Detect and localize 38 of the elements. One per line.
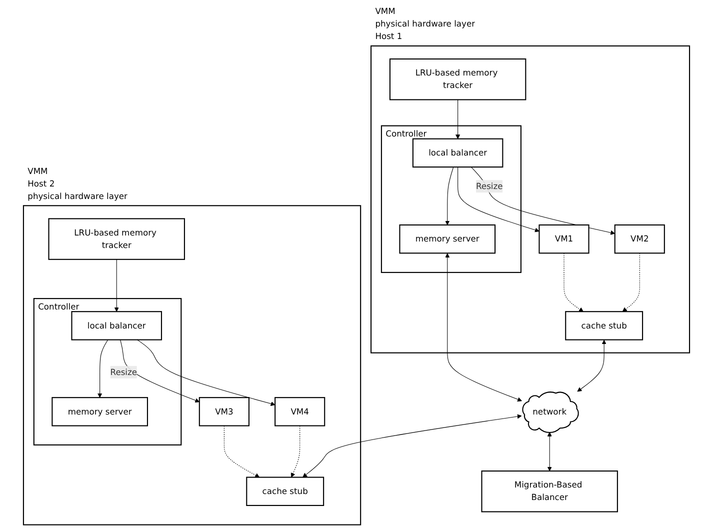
- node-box: VM2: [614, 224, 665, 254]
- arrow: [136, 340, 276, 406]
- arrow: [290, 426, 300, 478]
- arrow: [622, 252, 640, 312]
- arrow: [224, 426, 260, 478]
- node-label: VMM: [375, 6, 396, 16]
- edge-label: Resize: [110, 366, 138, 377]
- node-box: cache stub: [565, 311, 644, 340]
- node-box: VM4: [274, 397, 326, 426]
- node-box: LRU-based memory tracker: [389, 58, 526, 100]
- node-box: memory server: [399, 224, 496, 254]
- node-box: local balancer: [412, 138, 504, 168]
- arrow: [98, 340, 108, 398]
- node-box: cache stub: [246, 476, 324, 506]
- node-box: local balancer: [71, 311, 162, 340]
- arrow: [456, 99, 460, 140]
- node-label: VMM: [28, 166, 48, 176]
- edge-label: Resize: [476, 181, 503, 192]
- node-box: memory server: [52, 397, 148, 426]
- node-label: physical hardware layer: [28, 191, 128, 201]
- arrow: [564, 252, 584, 312]
- arrow: [445, 166, 454, 226]
- arrow: [302, 414, 522, 478]
- arrow: [458, 166, 540, 232]
- cluster: [22, 205, 362, 526]
- node-label: physical hardware layer: [375, 18, 476, 29]
- arrow: [114, 259, 119, 312]
- node-box: VM3: [198, 397, 250, 426]
- arrow: [445, 253, 522, 402]
- node-label: Host 1: [375, 31, 402, 42]
- node-box: VM1: [538, 224, 590, 254]
- cluster: [370, 45, 690, 354]
- node-box: LRU-based memory tracker: [48, 218, 185, 260]
- arrow: [470, 166, 616, 235]
- node-box: Migration-Based Balancer: [481, 470, 618, 512]
- arrow: [577, 340, 606, 392]
- arrow: [547, 432, 552, 472]
- node-label: Host 2: [28, 178, 55, 188]
